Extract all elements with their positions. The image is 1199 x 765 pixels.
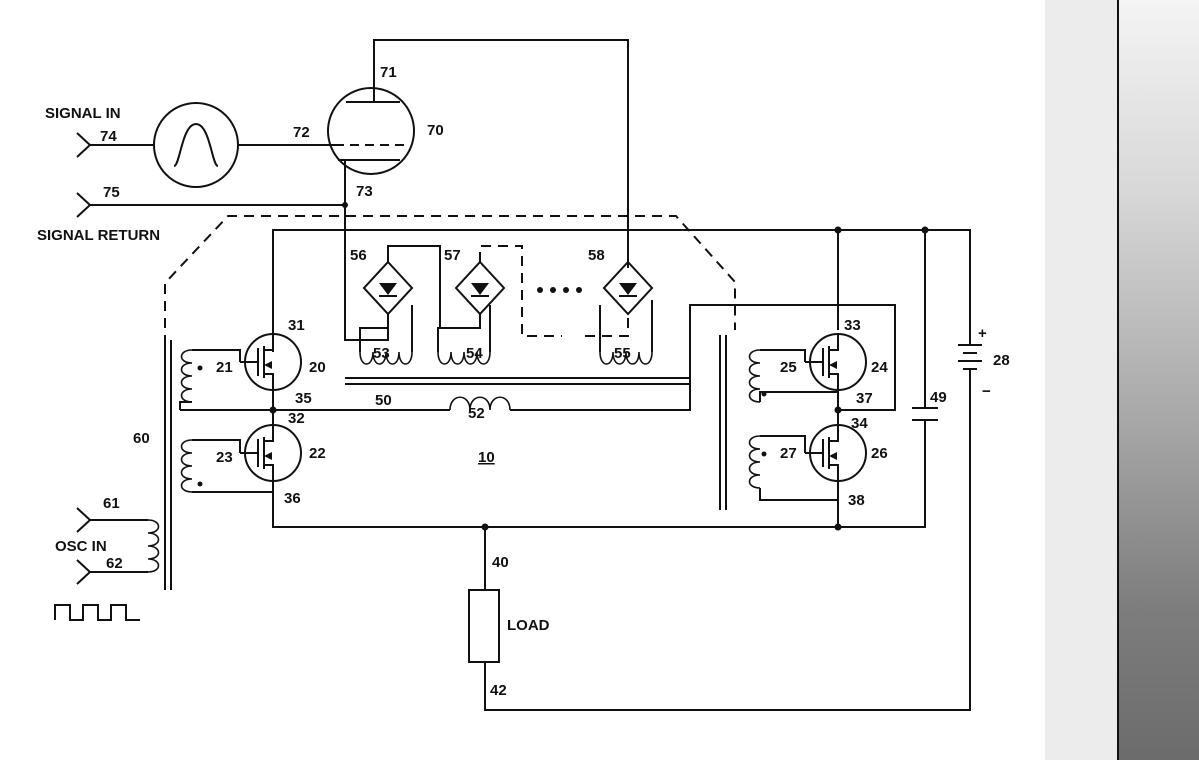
- rectifier-bridge-58: [585, 260, 654, 337]
- label-34: 34: [851, 415, 868, 432]
- label-36: 36: [284, 490, 301, 507]
- junction-dots: [269, 226, 929, 531]
- label-31: 31: [288, 317, 305, 334]
- transistor-26: [805, 423, 867, 484]
- label-71: 71: [380, 64, 397, 81]
- label-27: 27: [780, 445, 797, 462]
- label-57: 57: [444, 247, 461, 264]
- transformer-60: [76, 340, 273, 590]
- label-load: LOAD: [507, 617, 550, 634]
- label-40: 40: [492, 554, 509, 571]
- triode-tube-70: [327, 87, 415, 175]
- side-panel: [1045, 0, 1117, 760]
- label-49: 49: [930, 389, 947, 406]
- junction-dot: [342, 202, 348, 208]
- label-56: 56: [350, 247, 367, 264]
- label-25: 25: [780, 359, 797, 376]
- label-42: 42: [490, 682, 507, 699]
- signal-terminals: [76, 132, 92, 218]
- schematic-canvas: SIGNAL IN SIGNAL RETURN OSC IN LOAD + − …: [37, 39, 1010, 711]
- label-70: 70: [427, 122, 444, 139]
- circuit-schematic: SIGNAL IN SIGNAL RETURN OSC IN LOAD + − …: [37, 39, 1010, 711]
- transistor-24: [805, 333, 867, 392]
- label-osc-in: OSC IN: [55, 538, 107, 555]
- label-24: 24: [871, 359, 888, 376]
- main-wiring: [180, 229, 971, 711]
- label-52: 52: [468, 405, 485, 422]
- transistor-22: [240, 423, 302, 482]
- ellipsis-dots: [537, 287, 582, 293]
- label-73: 73: [356, 183, 373, 200]
- label-74: 74: [100, 128, 117, 145]
- label-62: 62: [106, 555, 123, 572]
- label-53: 53: [373, 345, 390, 362]
- label-55: 55: [614, 345, 631, 362]
- signal-source: [153, 102, 239, 188]
- label-signal-return: SIGNAL RETURN: [37, 227, 160, 244]
- gradient-panel: [1117, 0, 1199, 760]
- battery-28: [958, 344, 982, 370]
- label-75: 75: [103, 184, 120, 201]
- square-wave: [54, 604, 140, 621]
- label-26: 26: [871, 445, 888, 462]
- label-plus: +: [978, 325, 987, 342]
- label-28: 28: [993, 352, 1010, 369]
- load-resistor: [468, 589, 500, 663]
- output-transformer-50: [345, 300, 690, 411]
- rectifier-bridge-56: [362, 245, 441, 316]
- label-37: 37: [856, 390, 873, 407]
- label-10: 10: [478, 449, 495, 466]
- label-21: 21: [216, 359, 233, 376]
- label-58: 58: [588, 247, 605, 264]
- label-38: 38: [848, 492, 865, 509]
- label-50: 50: [375, 392, 392, 409]
- enclosure-outline: [164, 215, 736, 345]
- label-signal-in: SIGNAL IN: [45, 105, 121, 122]
- label-20: 20: [309, 359, 326, 376]
- label-22: 22: [309, 445, 326, 462]
- label-72: 72: [293, 124, 310, 141]
- label-60: 60: [133, 430, 150, 447]
- label-minus: −: [982, 383, 991, 400]
- label-32: 32: [288, 410, 305, 427]
- label-23: 23: [216, 449, 233, 466]
- transistor-20: [240, 333, 302, 392]
- capacitor-49: [912, 407, 938, 421]
- transformer-right: [719, 335, 838, 510]
- label-35: 35: [295, 390, 312, 407]
- label-33: 33: [844, 317, 861, 334]
- tube-wiring: [90, 39, 629, 336]
- label-54: 54: [466, 345, 483, 362]
- label-61: 61: [103, 495, 120, 512]
- rectifier-bridge-57: [344, 245, 562, 341]
